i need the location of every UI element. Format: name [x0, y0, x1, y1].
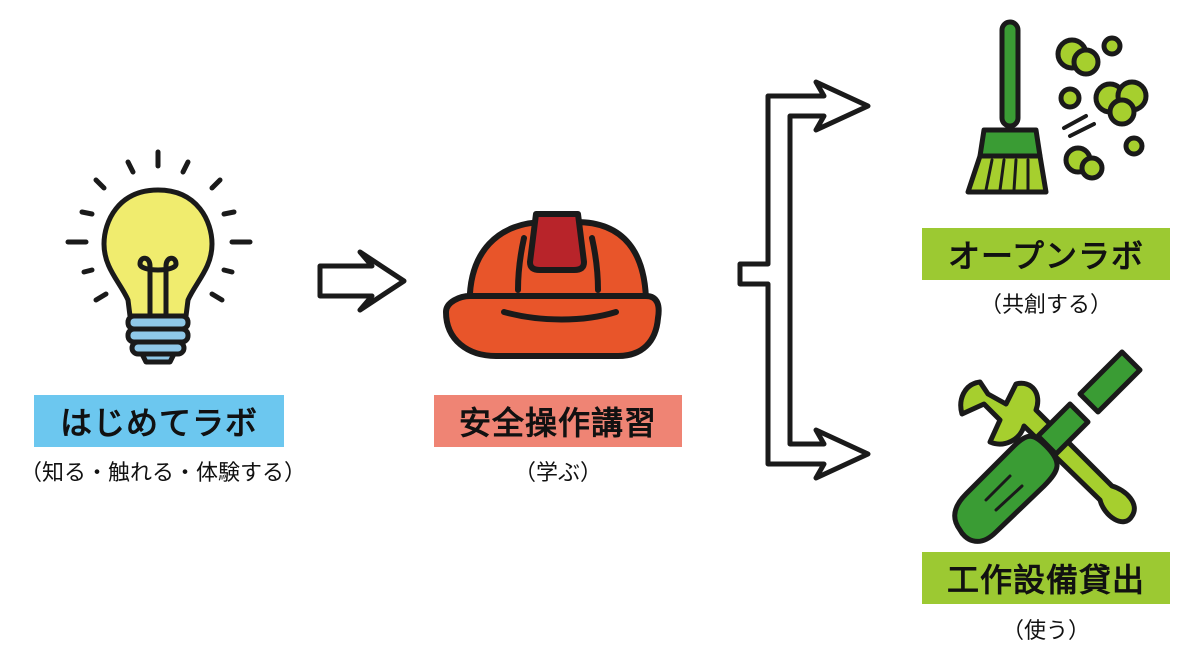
sub-anzen: （学ぶ） — [513, 461, 602, 486]
sub-open: （共創する） — [979, 293, 1112, 318]
sub-hajimete: （知る・触れる・体験する） — [20, 461, 307, 486]
label-kogu-text: 工作設備貸出 — [946, 561, 1145, 599]
label-anzen: 安全操作講習 — [434, 395, 682, 447]
wrench-screwdriver-icon — [952, 349, 1143, 544]
lightbulb-icon — [65, 149, 253, 365]
arrow-to-anzen — [317, 249, 407, 313]
broom-icon — [965, 19, 1149, 195]
hard-hat-icon — [443, 211, 662, 359]
sub-kogu: （使う） — [1001, 619, 1090, 644]
label-kogu: 工作設備貸出 — [922, 552, 1170, 604]
branch-arrows — [737, 79, 871, 481]
label-anzen-text: 安全操作講習 — [458, 404, 657, 442]
label-hajimete-text: はじめてラボ — [59, 404, 258, 442]
label-open: オープンラボ — [922, 228, 1170, 280]
label-hajimete: はじめてラボ — [34, 395, 284, 447]
label-open-text: オープンラボ — [947, 237, 1145, 275]
